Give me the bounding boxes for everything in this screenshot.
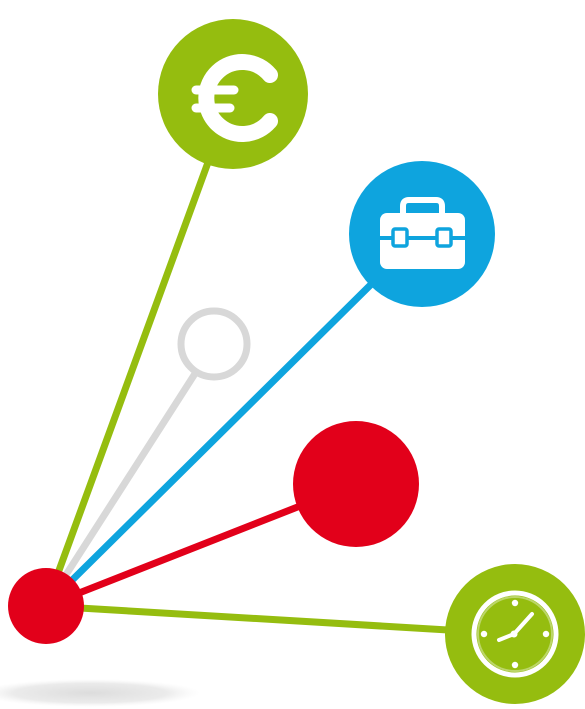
- euro-icon: [191, 54, 278, 142]
- briefcase-icon: [380, 197, 465, 269]
- node-briefcase[interactable]: [349, 161, 495, 307]
- node-euro[interactable]: [158, 19, 308, 169]
- node-clock[interactable]: [445, 564, 585, 704]
- connector-empty: [42, 340, 218, 610]
- ground-shadow: [0, 679, 200, 707]
- node-red-dot-circle: [293, 421, 419, 547]
- node-empty-circle: [177, 307, 251, 381]
- node-red-dot[interactable]: [293, 421, 419, 547]
- hub-circle: [8, 568, 84, 644]
- connector-euro: [42, 90, 237, 610]
- connector-clock: [42, 602, 519, 638]
- node-empty[interactable]: [177, 307, 251, 381]
- clock-icon: [471, 590, 559, 678]
- connector-briefcase: [42, 230, 426, 610]
- hub-node[interactable]: [8, 568, 84, 644]
